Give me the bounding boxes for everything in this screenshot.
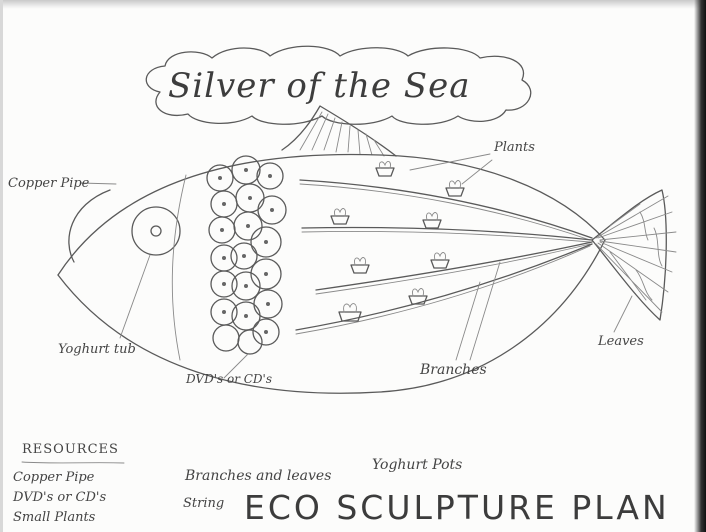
resource-item: Small Plants <box>13 510 95 525</box>
dvd-hole <box>270 208 274 212</box>
plant-pot <box>351 258 369 273</box>
material-yoghurt-pots: Yoghurt Pots <box>372 457 462 473</box>
dvd-hole <box>222 202 226 206</box>
branch <box>316 242 592 290</box>
yoghurt-tub-leader <box>120 255 150 338</box>
label-yoghurt-tub: Yoghurt tub <box>58 342 136 357</box>
branches-leader <box>456 282 480 360</box>
dvd-hole <box>248 196 252 200</box>
dvd-hole <box>242 254 246 258</box>
dvd-hole <box>264 272 268 276</box>
resource-item: DVD's or CD's <box>13 490 106 505</box>
label-plants: Plants <box>494 140 535 155</box>
branch <box>302 228 592 241</box>
plant-pot <box>376 161 394 176</box>
plan-title: ECO SCULPTURE PLAN <box>244 488 670 527</box>
resources-heading: RESOURCES <box>22 442 119 457</box>
plant-pot <box>446 181 464 196</box>
dvd-centers <box>218 168 274 334</box>
dvd-hole <box>222 310 226 314</box>
plant-pot <box>423 213 441 228</box>
material-string: String <box>183 496 224 511</box>
plant-pot <box>431 253 449 268</box>
tail <box>592 190 676 320</box>
branch-edge <box>302 231 590 242</box>
label-copper-pipe: Copper Pipe <box>8 176 89 191</box>
dvd-disc <box>213 325 239 351</box>
plants-leader <box>462 160 492 184</box>
resource-item: Copper Pipe <box>13 470 94 485</box>
plant-pots <box>331 161 464 321</box>
branches-leader <box>470 262 500 360</box>
label-leaves: Leaves <box>598 334 644 349</box>
eye-pupil <box>151 226 161 236</box>
fish-body-outline-lower <box>58 240 605 393</box>
label-branches: Branches <box>420 362 487 378</box>
dvd-hole <box>222 256 226 260</box>
dvd-discs <box>207 156 286 354</box>
dvd-hole <box>266 302 270 306</box>
branches <box>296 180 592 334</box>
dvd-hole <box>246 224 250 228</box>
dvd-hole <box>222 282 226 286</box>
eye-outer <box>132 207 180 255</box>
plant-pot <box>409 289 427 304</box>
dvd-hole <box>244 168 248 172</box>
fish-body-outline <box>58 154 605 275</box>
dvd-hole <box>264 330 268 334</box>
plant-pot <box>331 209 349 224</box>
leaves-leader <box>614 296 632 332</box>
gill-line <box>172 175 186 360</box>
dvd-hole <box>264 240 268 244</box>
label-dvds: DVD's or CD's <box>186 372 272 386</box>
resources-underline <box>22 462 124 463</box>
dvd-hole <box>218 176 222 180</box>
material-branches-leaves: Branches and leaves <box>185 468 331 484</box>
plants-leader <box>410 154 490 170</box>
dvd-hole <box>244 314 248 318</box>
dvd-hole <box>244 284 248 288</box>
dvd-hole <box>220 228 224 232</box>
dvd-hole <box>268 174 272 178</box>
sculpture-title: Silver of the Sea <box>168 66 470 106</box>
